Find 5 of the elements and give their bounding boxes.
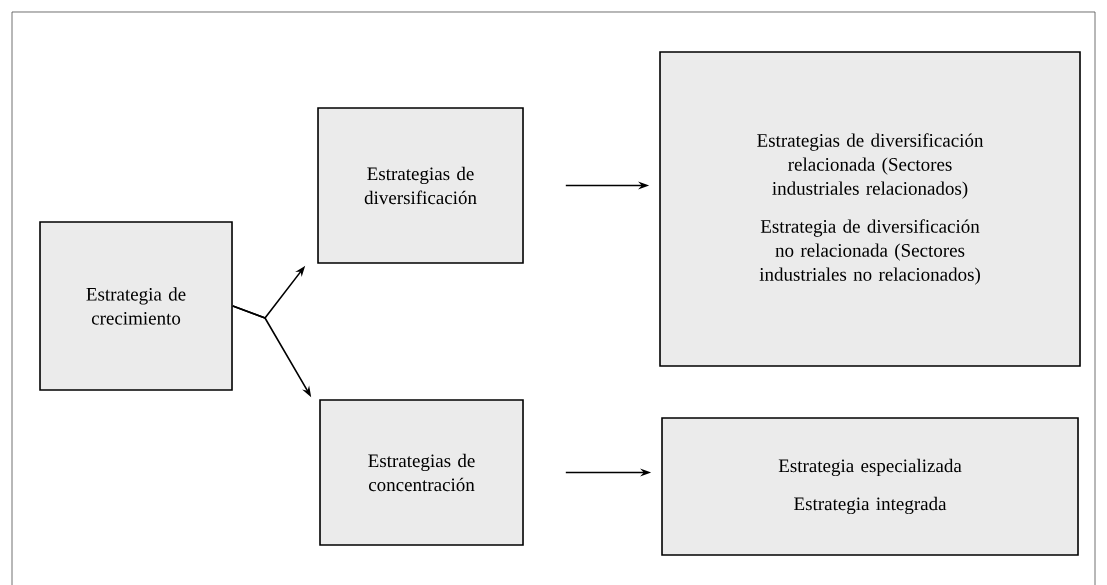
strategy-box: Estrategias de concentración — [319, 399, 524, 546]
strategy-box: Estrategias de diversificación — [317, 107, 524, 264]
strategy-box: Estrategia de crecimiento — [39, 221, 233, 391]
strategy-box: Estrategias de diversificación relacionada (Sectores industriales relacionados) Estrategia de diversificación no relacionada (Sectores industriales no relacionados) — [659, 51, 1081, 367]
strategy-box: Estrategia especializada Estrategia integrada — [661, 417, 1079, 556]
